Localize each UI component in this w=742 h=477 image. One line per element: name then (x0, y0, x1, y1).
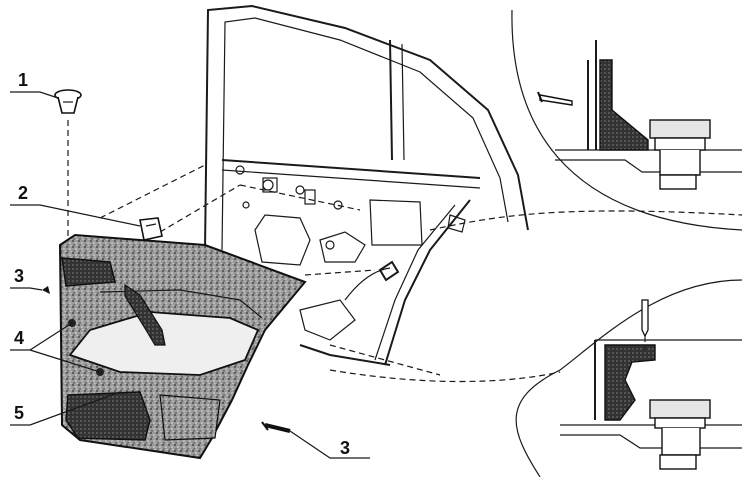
inset-bottom-section (560, 299, 742, 470)
callout-3-upper: 3 (14, 266, 24, 286)
detail-arc-top (429, 9, 742, 231)
callout-4: 4 (14, 328, 24, 348)
door-trim-panel (58, 233, 307, 460)
callout-2: 2 (18, 183, 28, 203)
assembly-lines (67, 120, 441, 376)
callout-1: 1 (18, 70, 28, 90)
detail-arc-bottom (329, 279, 742, 477)
callout-leaders (10, 91, 370, 459)
bracket-2-part (139, 217, 163, 241)
screw-3b-part (261, 421, 291, 433)
door-frame (204, 4, 529, 366)
callout-3-lower: 3 (340, 438, 350, 458)
clip-1-part (54, 89, 82, 114)
screw-3a-part (42, 286, 50, 294)
callout-5: 5 (14, 403, 24, 423)
inset-top-section (537, 40, 742, 190)
